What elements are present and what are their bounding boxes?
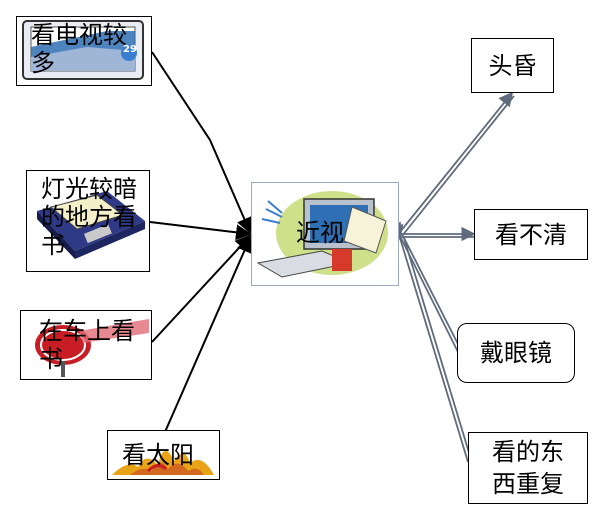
arrow-center-to-glasses-2 (402, 235, 461, 349)
disk-icon (37, 191, 145, 259)
arrow-center-to-dizzy (386, 91, 514, 247)
effect-label-dizzy: 头昏 (488, 51, 537, 80)
arrow-center-to-dizzy-2 (401, 95, 515, 237)
stop-sign-icon (35, 319, 149, 377)
fire-icon (112, 450, 214, 475)
tv-icon (22, 20, 144, 80)
cause-label-sun: 看太阳 (122, 441, 194, 469)
arrow-center-to-double (389, 223, 469, 463)
arrow-center-to-double-2 (403, 237, 471, 457)
arrow-sun-to-center (164, 236, 252, 433)
effect-label-glasses: 戴眼镜 (480, 339, 552, 367)
arrow-light-to-center (149, 221, 252, 241)
center-node-myopia[interactable]: 近视 (251, 182, 399, 286)
arrow-tv-to-center (151, 51, 252, 234)
cause-node-sun[interactable]: 看太阳 (107, 430, 220, 480)
effect-node-glasses[interactable]: 戴眼镜 (457, 323, 575, 383)
center-label: 近视 (296, 219, 344, 247)
computer-icon (256, 191, 388, 278)
cause-node-dim-light[interactable]: 灯光较暗的地方看书 (26, 170, 150, 272)
effect-label-blurry: 看不清 (495, 220, 567, 249)
cause-label-dim-light: 灯光较暗的地方看书 (41, 175, 137, 259)
cause-label-tv: 看电视较多 (31, 21, 127, 77)
effect-node-blurry[interactable]: 看不清 (474, 209, 588, 260)
cause-label-car: 在车上看书 (39, 317, 135, 373)
cause-node-car[interactable]: 在车上看书 (20, 310, 152, 380)
cause-node-tv[interactable]: 29 看电视较多 (16, 16, 152, 86)
effect-node-double-vision[interactable]: 看的东西重复 (468, 432, 588, 504)
arrow-car-to-center (151, 234, 252, 343)
effect-label-double-vision: 看的东西重复 (492, 438, 564, 498)
channel-badge: 29 (123, 44, 137, 55)
effect-node-dizzy[interactable]: 头昏 (471, 38, 554, 93)
